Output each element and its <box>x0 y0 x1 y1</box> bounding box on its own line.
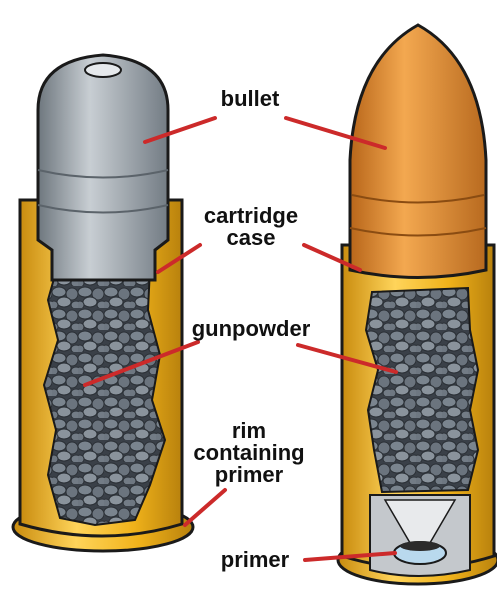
right-cartridge <box>338 25 497 584</box>
label-rim-line2: containing <box>184 442 314 464</box>
label-cartridge-case: cartridge case <box>188 205 314 249</box>
right-gunpowder <box>366 288 478 492</box>
left-gunpowder <box>44 268 165 525</box>
label-gunpowder: gunpowder <box>186 318 316 340</box>
label-bullet: bullet <box>205 88 295 110</box>
label-rim-line3: primer <box>184 464 314 486</box>
leader-rim <box>185 490 225 525</box>
label-cartridge-case-line1: cartridge <box>188 205 314 227</box>
label-rim-line1: rim <box>184 420 314 442</box>
left-bullet-hollow-point <box>85 63 121 77</box>
label-primer: primer <box>205 549 305 571</box>
left-cartridge <box>13 55 193 551</box>
left-bullet <box>38 55 168 280</box>
label-cartridge-case-line2: case <box>188 227 314 249</box>
right-bullet <box>350 25 486 278</box>
label-rim-containing-primer: rim containing primer <box>184 420 314 486</box>
